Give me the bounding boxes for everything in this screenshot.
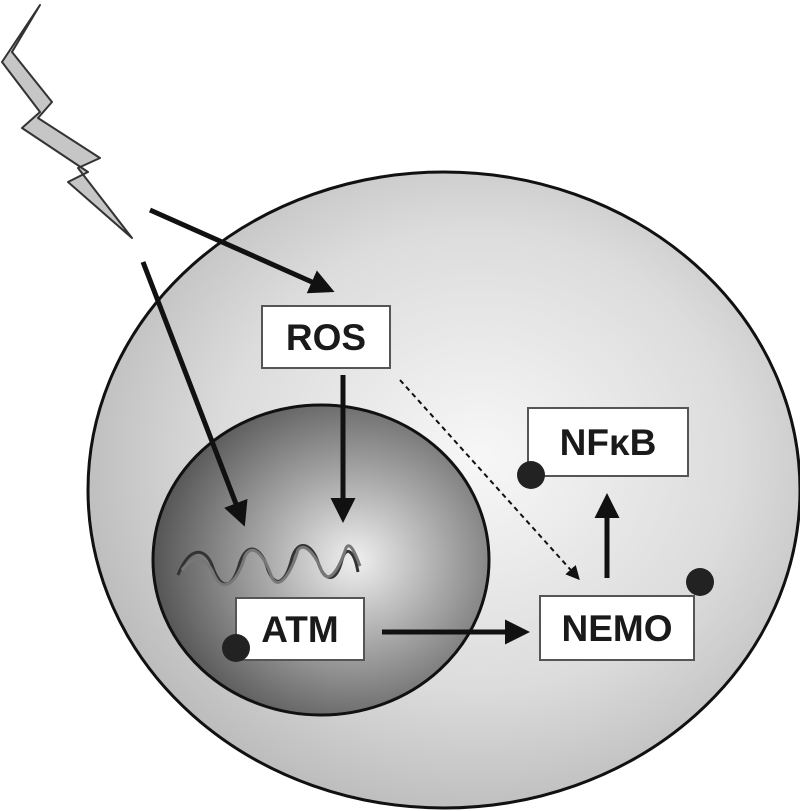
lightning-bolt-icon [1,4,133,239]
node-atm-label: ATM [261,609,338,650]
phosphorylation-dot-nfkb [517,461,545,489]
phosphorylation-dot-nemo [686,568,714,596]
arrow-radiation-to-dna [140,261,248,527]
node-atm: ATM [235,597,365,661]
node-nfkb: NFκB [527,407,689,477]
node-ros: ROS [261,305,391,369]
node-ros-label: ROS [286,317,366,358]
node-nfkb-label: NFκB [560,422,657,463]
node-nemo-label: NEMO [562,608,673,649]
arrow-radiation-to-ros [148,207,335,294]
dna-strand-icon [176,544,362,587]
phosphorylation-dot-atm [222,634,250,662]
node-nemo: NEMO [539,595,695,661]
